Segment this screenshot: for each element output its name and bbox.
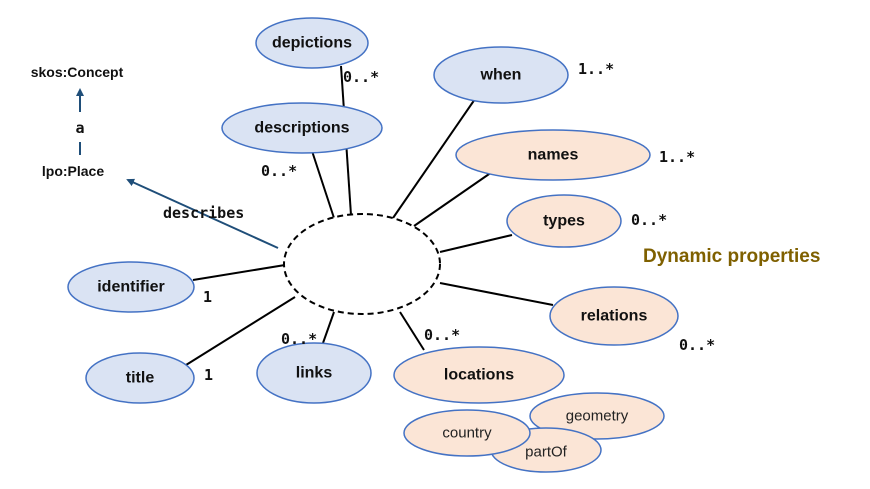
edge-identifier (192, 264, 286, 281)
place-node (283, 213, 441, 315)
card-locations: 0..* (424, 326, 460, 344)
node-descriptions-label: descriptions (254, 120, 349, 137)
a-label: a (75, 119, 84, 137)
node-title-label: title (126, 370, 155, 387)
card-names: 1..* (659, 148, 695, 166)
node-links: links (256, 342, 372, 404)
card-links: 0..* (281, 330, 317, 348)
lpo-place-label: lpo:Place (42, 163, 104, 179)
card-types: 0..* (631, 211, 667, 229)
node-types: types (506, 194, 622, 248)
describes-label: describes (163, 204, 244, 222)
arrow-describes (126, 178, 279, 249)
edge-names (413, 171, 493, 227)
node-geometry-label: geometry (566, 408, 629, 425)
edge-relations (439, 282, 554, 306)
node-partof-label: partOf (525, 444, 568, 461)
node-locations-label: locations (444, 367, 514, 384)
card-relations: 0..* (679, 336, 715, 354)
node-links-label: links (296, 365, 333, 382)
node-when-label: when (480, 67, 522, 84)
edge-types (439, 234, 513, 253)
node-names: names (455, 129, 651, 181)
skos-concept-label: skos:Concept (31, 64, 124, 80)
node-relations-label: relations (581, 308, 648, 325)
card-identifier: 1 (203, 288, 212, 306)
node-depictions-label: depictions (272, 35, 352, 52)
node-names-label: names (528, 147, 579, 164)
node-types-label: types (543, 213, 585, 230)
edge-when (392, 98, 476, 219)
node-locations: locations (393, 346, 565, 404)
node-geometry: geometry (529, 392, 665, 440)
node-country-label: country (442, 425, 492, 442)
card-title: 1 (204, 366, 213, 384)
card-when: 1..* (578, 60, 614, 78)
node-when: when (433, 46, 569, 104)
node-identifier-label: identifier (97, 279, 165, 296)
dynamic-properties-legend: Dynamic properties (643, 246, 820, 267)
edges (185, 65, 554, 366)
edge-title (185, 296, 296, 366)
node-relations: relations (549, 286, 679, 346)
node-depictions: depictions (255, 17, 369, 69)
edge-descriptions (311, 150, 335, 219)
node-title: title (85, 352, 195, 404)
card-depictions: 0..* (343, 68, 379, 86)
card-descriptions: 0..* (261, 162, 297, 180)
edge-links (322, 311, 335, 344)
node-identifier: identifier (67, 261, 195, 313)
node-descriptions: descriptions (221, 102, 383, 154)
node-country: country (403, 409, 531, 457)
edge-locations (399, 311, 425, 351)
